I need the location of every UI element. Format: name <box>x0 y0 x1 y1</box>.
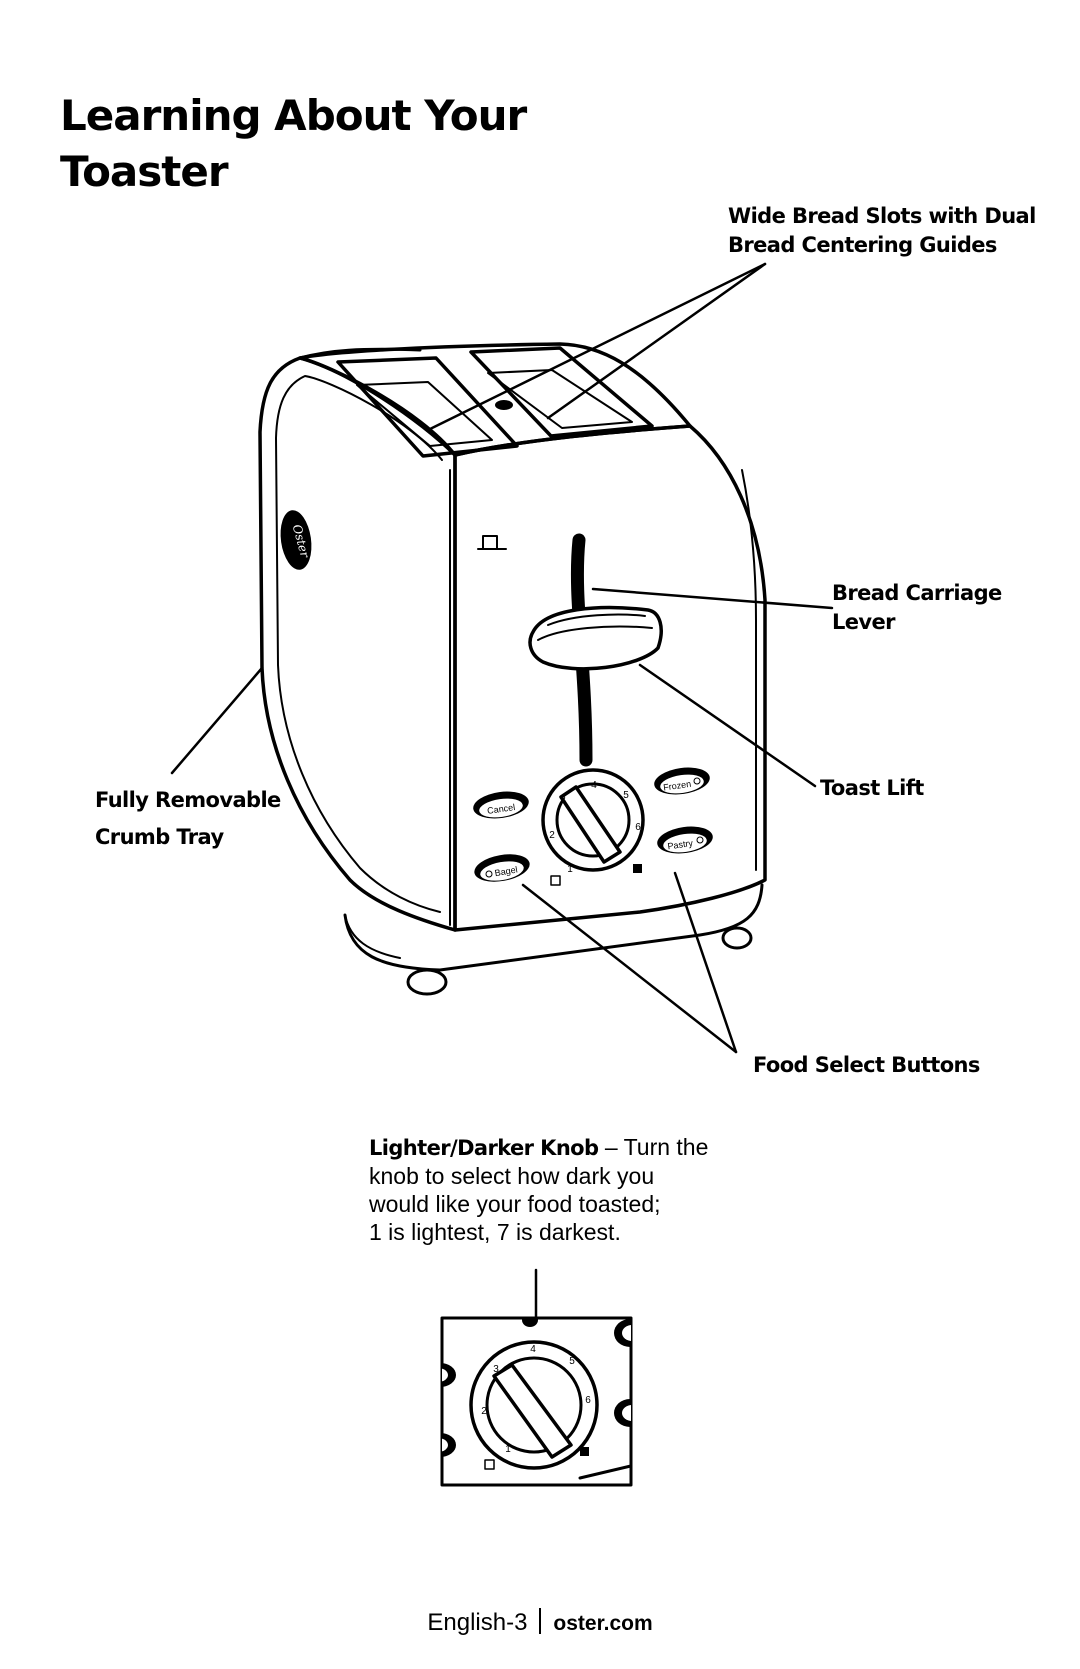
footer-divider <box>539 1608 542 1634</box>
dial-number-6: 6 <box>635 822 641 833</box>
leader-lines <box>170 262 834 1319</box>
bagel-button: Bagel <box>474 854 530 882</box>
cancel-button: Cancel <box>473 791 529 819</box>
detail-dial-number-6: 6 <box>585 1395 591 1406</box>
lighter-darker-knob: 1 2 3 4 5 6 <box>541 768 645 886</box>
detail-light-icon <box>484 1459 495 1470</box>
callout-bread-carriage-lever: Bread Carriage Lever <box>832 579 1002 637</box>
callout-crumb-line-2: Crumb Tray <box>95 825 224 849</box>
leader-pastry <box>673 871 738 1054</box>
dial-number-2: 2 <box>549 830 555 841</box>
callout-bread-slots: Wide Bread Slots with Dual Bread Centeri… <box>728 202 1036 260</box>
callout-food-select-text: Food Select Buttons <box>753 1053 980 1077</box>
callout-crumb-tray: Fully Removable Crumb Tray <box>95 782 281 856</box>
title-line-1: Learning About Your <box>60 91 527 140</box>
callout-toast-lift-text: Toast Lift <box>820 776 924 800</box>
toaster-foot-front <box>406 968 448 996</box>
frozen-button: Frozen <box>654 767 710 795</box>
frozen-button-label: Frozen <box>663 779 692 793</box>
oster-logo-badge <box>280 510 312 570</box>
detail-dark-icon <box>580 1447 589 1456</box>
detail-dial-number-2: 2 <box>481 1406 487 1417</box>
title-line-2: Toaster <box>60 147 229 196</box>
callout-lever-line-1: Bread Carriage <box>832 581 1002 605</box>
leader-crumb-tray <box>170 666 264 775</box>
callout-food-select-buttons: Food Select Buttons <box>753 1051 980 1080</box>
leader-slots-left <box>426 262 767 432</box>
leader-slots-right <box>546 262 767 420</box>
footer-site-link[interactable]: oster.com <box>553 1612 653 1635</box>
bread-slot-right <box>469 346 654 438</box>
bread-carriage-lever <box>528 605 663 671</box>
callout-toast-lift: Toast Lift <box>820 774 924 803</box>
detail-dial-number-3: 3 <box>493 1364 499 1375</box>
bread-slot-left <box>336 356 519 458</box>
page-title: Learning About Your Toaster <box>60 88 527 200</box>
detail-dial-number-1: 1 <box>505 1444 511 1455</box>
knob-description-line-3: would like your food toasted; <box>369 1191 661 1217</box>
callout-crumb-line-1: Fully Removable <box>95 788 281 812</box>
callout-bread-slots-line-1: Wide Bread Slots with Dual <box>728 204 1036 228</box>
dial-number-4: 4 <box>591 780 597 791</box>
knob-description-line-2: knob to select how dark you <box>369 1163 655 1189</box>
toaster-illustration: Oster Cancel Bagel Frozen <box>170 262 834 1487</box>
page-footer: English-3 oster.com <box>0 1608 1080 1639</box>
callout-lever-line-2: Lever <box>832 610 896 634</box>
knob-description-line-4: 1 is lightest, 7 is darkest. <box>369 1219 621 1245</box>
bread-slots <box>336 346 654 458</box>
detail-dial-number-5: 5 <box>569 1356 575 1367</box>
toaster-top <box>298 342 692 457</box>
leader-toast-lift <box>638 663 817 788</box>
pastry-button: Pastry <box>657 826 713 854</box>
leader-lever <box>591 587 834 610</box>
dial-dark-icon <box>633 864 642 873</box>
cancel-button-label: Cancel <box>487 802 516 816</box>
dial-light-icon <box>550 875 561 886</box>
knob-description: Lighter/Darker Knob – Turn the knob to s… <box>369 1133 709 1246</box>
dial-number-5: 5 <box>623 790 629 801</box>
knob-description-line-1: – Turn the <box>598 1134 709 1160</box>
toaster-base <box>343 883 764 996</box>
knob-detail-box: 1 2 3 4 5 6 <box>440 1316 633 1487</box>
slot-guide-icon <box>495 400 513 410</box>
toaster-foot-right <box>721 926 753 950</box>
pastry-button-label: Pastry <box>667 838 694 852</box>
toast-lift-icon <box>482 535 498 550</box>
callout-bread-slots-line-2: Bread Centering Guides <box>728 233 997 257</box>
bagel-button-label: Bagel <box>494 864 518 878</box>
dial-number-1: 1 <box>567 864 573 875</box>
detail-dial-number-4: 4 <box>530 1344 536 1355</box>
knob-description-heading: Lighter/Darker Knob <box>369 1136 599 1160</box>
page-number: English-3 <box>427 1609 528 1636</box>
leader-bagel <box>521 883 738 1054</box>
dial-number-3: 3 <box>560 795 566 806</box>
